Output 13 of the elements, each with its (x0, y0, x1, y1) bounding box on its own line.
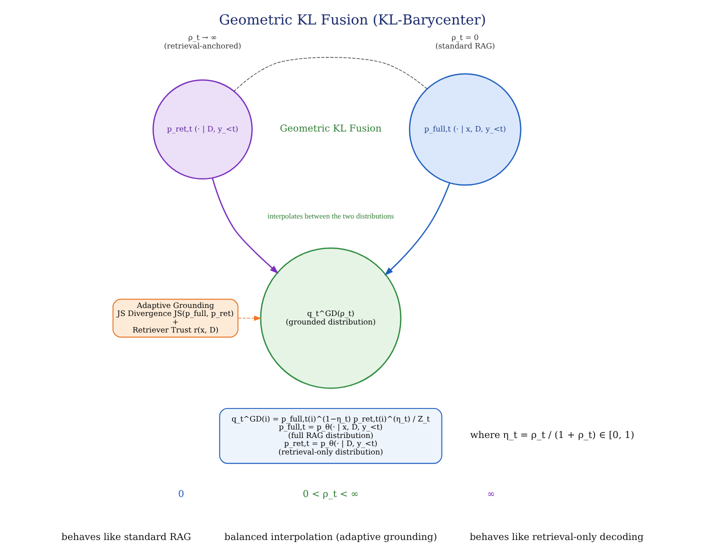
label: balanced interpolation (adaptive grounding) (224, 532, 438, 544)
label: Geometric KL Fusion (280, 124, 382, 135)
label: 0 (178, 489, 184, 500)
arrow (384, 182, 450, 276)
label: where η_t = ρ_t / (1 + ρ_t) ∈ [0, 1) (470, 430, 634, 442)
label: ∞ (487, 489, 495, 500)
label: 0 < ρ_t < ∞ (302, 489, 359, 500)
label: behaves like retrieval-only decoding (470, 532, 644, 544)
arrow (238, 316, 262, 321)
connector (234, 57, 428, 92)
label: behaves like standard RAG (61, 532, 192, 544)
arrow (212, 178, 279, 274)
diagram-title: Geometric KL Fusion (KL-Barycenter) (218, 12, 486, 28)
